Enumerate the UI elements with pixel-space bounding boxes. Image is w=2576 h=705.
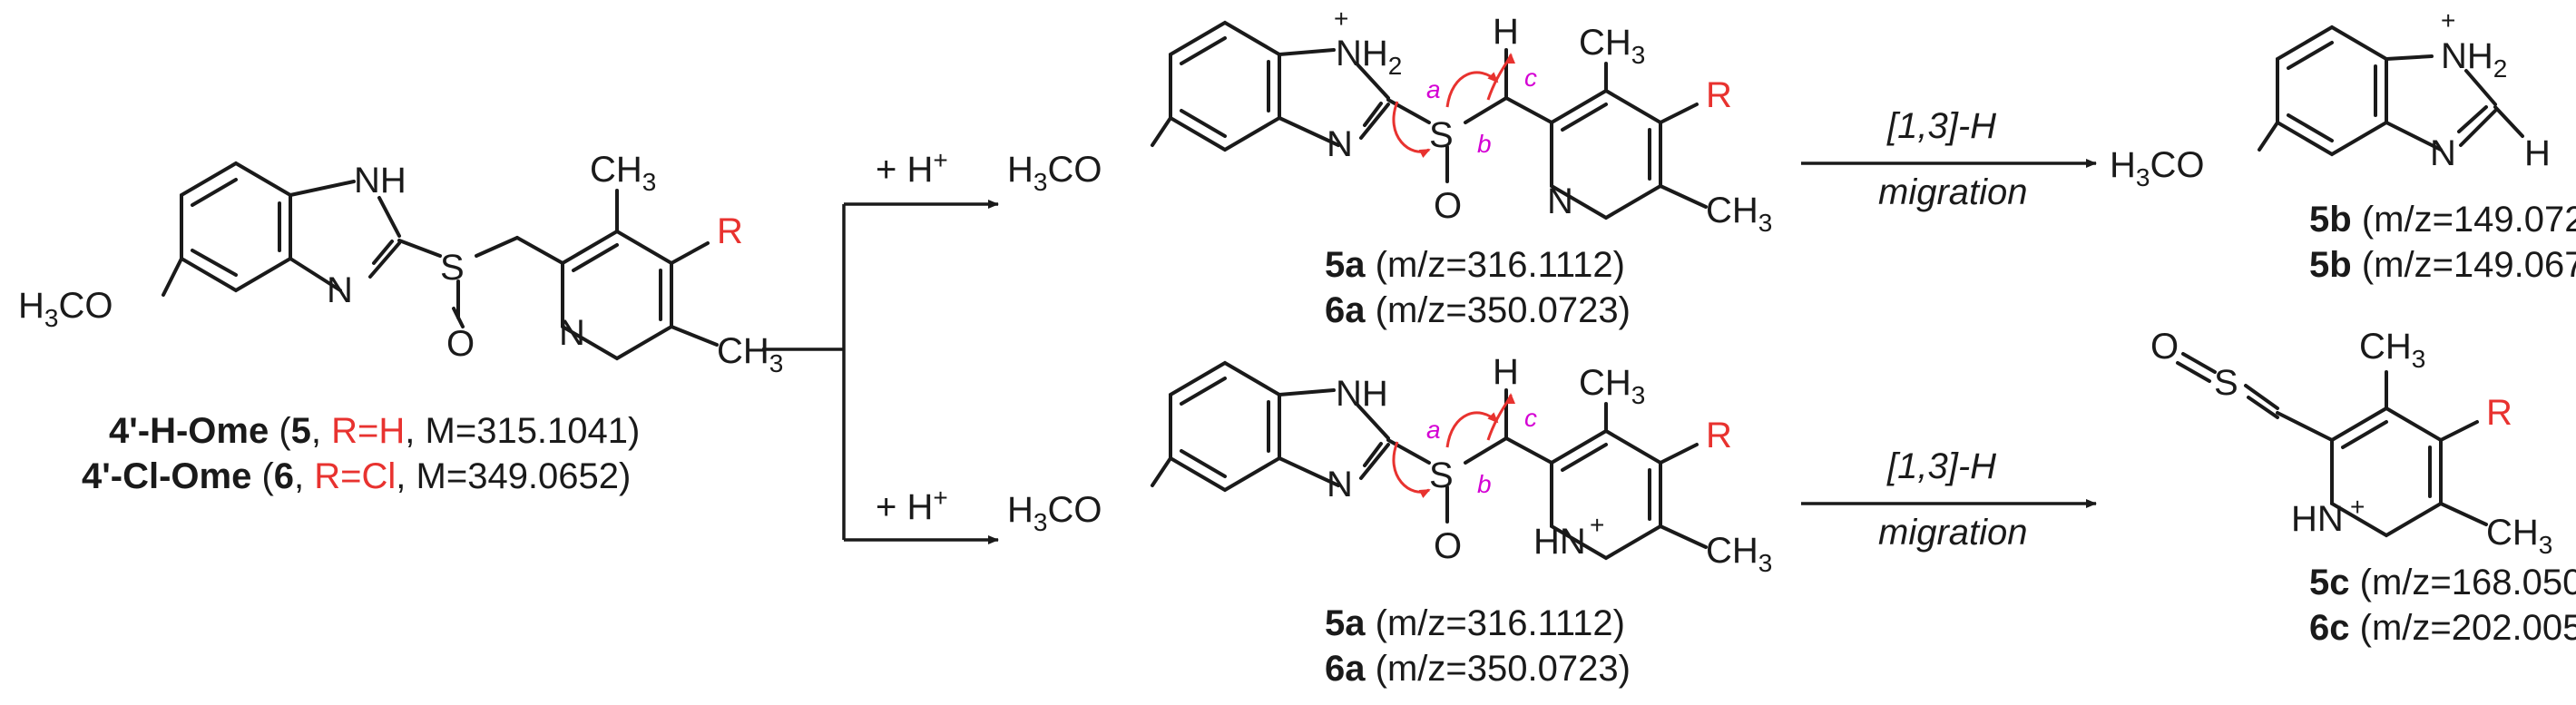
atom-ch3-b-5c: CH3 (2486, 513, 2552, 559)
atom-h-bottom: H (1493, 352, 1519, 392)
atom-s-5c: S (2214, 363, 2238, 403)
atom-hn-bottom: HN (1533, 522, 1586, 562)
atom-h3co-bottom: H3CO (1007, 490, 1102, 536)
top-intermediate-caption: 5a (m/z=316.1112) 6a (m/z=350.0723) (1325, 245, 1631, 330)
atom-hn-5c: HN (2291, 499, 2344, 539)
migration-arrows: [1,3]-H migration [1,3]-H migration (1801, 106, 2097, 553)
migration-label-bottom: [1,3]-H (1886, 446, 1996, 486)
reactant-structure: R NH N S O N CH3 CH3 H3CO (18, 150, 783, 377)
reagent-h-bottom: + H+ (876, 484, 948, 527)
migration-label-top: [1,3]-H (1886, 106, 1996, 146)
caption-5a-top: 5a (m/z=316.1112) (1325, 245, 1625, 285)
top-intermediate-structure: a b c NH2 + N S O H N CH3 R CH3 H3CO (1007, 5, 1772, 237)
bond-label-a-top: a (1426, 75, 1441, 103)
atom-pyridine-n-top: N (1547, 181, 1573, 221)
atom-h-top: H (1493, 12, 1519, 52)
atom-s-top: S (1429, 115, 1454, 155)
bottom-intermediate-structure: a b c NH N S O H HN + CH3 R CH3 H3CO (1007, 352, 1772, 577)
atom-h3co-5b: H3CO (2110, 145, 2204, 191)
caption-5c: 5c (m/z=168.0504) (2309, 563, 2576, 602)
caption-6a-top: 6a (m/z=350.0723) (1325, 290, 1631, 330)
atom-n-bottom: N (1327, 465, 1353, 504)
atom-ch3-right: CH3 (717, 331, 783, 377)
atom-o-5c: O (2150, 327, 2179, 367)
atom-ch3-a-5c: CH3 (2359, 327, 2425, 373)
bond-label-a-bottom: a (1426, 416, 1441, 444)
atom-s: S (440, 248, 465, 288)
atom-ch3-b-top: CH3 (1706, 191, 1772, 237)
atom-r-top: R (1706, 75, 1732, 115)
atom-ch3-a-bottom: CH3 (1579, 363, 1645, 409)
bond-label-c-bottom: c (1524, 404, 1537, 432)
bond-label-b-top: b (1477, 130, 1492, 158)
atom-o-bottom: O (1434, 526, 1462, 566)
reactant-caption: 4'-H-Ome (5, R=H, M=315.1041) 4'-Cl-Ome … (82, 411, 640, 496)
atom-nh2-top: NH2 (1336, 34, 1402, 80)
migration-sub-top: migration (1878, 172, 2028, 212)
product-5b-structure: NH2 + N H H3CO (2110, 6, 2551, 191)
product-5b-caption: 5b (m/z=149.0722) 5b (m/z=149.0672) (2309, 200, 2576, 285)
atom-h-5b: H (2524, 133, 2551, 173)
atom-pyridine-n: N (559, 313, 585, 353)
atom-n: N (327, 270, 353, 310)
bond-label-b-bottom: b (1477, 470, 1492, 498)
atom-h3co-top: H3CO (1007, 150, 1102, 196)
atom-o: O (446, 324, 475, 364)
atom-nh2-5b: NH2 (2441, 36, 2507, 83)
caption-6c: 6c (m/z=202.0050) (2309, 608, 2576, 648)
atom-ch3-a-top: CH3 (1579, 23, 1645, 69)
charge-plus-5c: + (2350, 493, 2365, 521)
atom-n-5b: N (2430, 133, 2456, 173)
atom-o-top: O (1434, 186, 1462, 226)
migration-sub-bottom: migration (1878, 513, 2028, 553)
atom-r: R (717, 211, 743, 251)
branch-arrows: + H+ + H+ (762, 146, 999, 544)
caption-6a-bottom: 6a (m/z=350.0723) (1325, 649, 1631, 689)
atom-r-5c: R (2486, 393, 2512, 433)
bottom-intermediate-caption: 5a (m/z=316.1112) 6a (m/z=350.0723) (1325, 603, 1631, 689)
caption-h-ome: 4'-H-Ome (5, R=H, M=315.1041) (109, 411, 640, 451)
caption-5a-bottom: 5a (m/z=316.1112) (1325, 603, 1625, 643)
atom-ch3-top: CH3 (590, 150, 656, 196)
atom-nh: NH (354, 161, 406, 201)
charge-plus-5b: + (2441, 6, 2455, 34)
product-5c-caption: 5c (m/z=168.0504) 6c (m/z=202.0050) (2309, 563, 2576, 648)
caption-5b-2: 5b (m/z=149.0672) (2309, 245, 2576, 285)
atom-s-bottom: S (1429, 455, 1454, 495)
atom-n-top: N (1327, 124, 1353, 164)
r-group-highlight: R (717, 211, 743, 251)
product-5c-structure: O S CH3 R HN + CH3 (2150, 327, 2552, 559)
caption-5b-1: 5b (m/z=149.0722) (2309, 200, 2576, 240)
reagent-h-top: + H+ (876, 146, 948, 190)
atom-h3co: H3CO (18, 286, 113, 332)
atom-nh-bottom: NH (1336, 374, 1388, 414)
atom-ch3-b-bottom: CH3 (1706, 531, 1772, 577)
charge-plus-bottom: + (1590, 511, 1604, 539)
caption-cl-ome: 4'-Cl-Ome (6, R=Cl, M=349.0652) (82, 456, 631, 496)
charge-plus-top: + (1334, 5, 1348, 33)
bond-label-c-top: c (1524, 64, 1537, 92)
atom-r-bottom: R (1706, 416, 1732, 455)
